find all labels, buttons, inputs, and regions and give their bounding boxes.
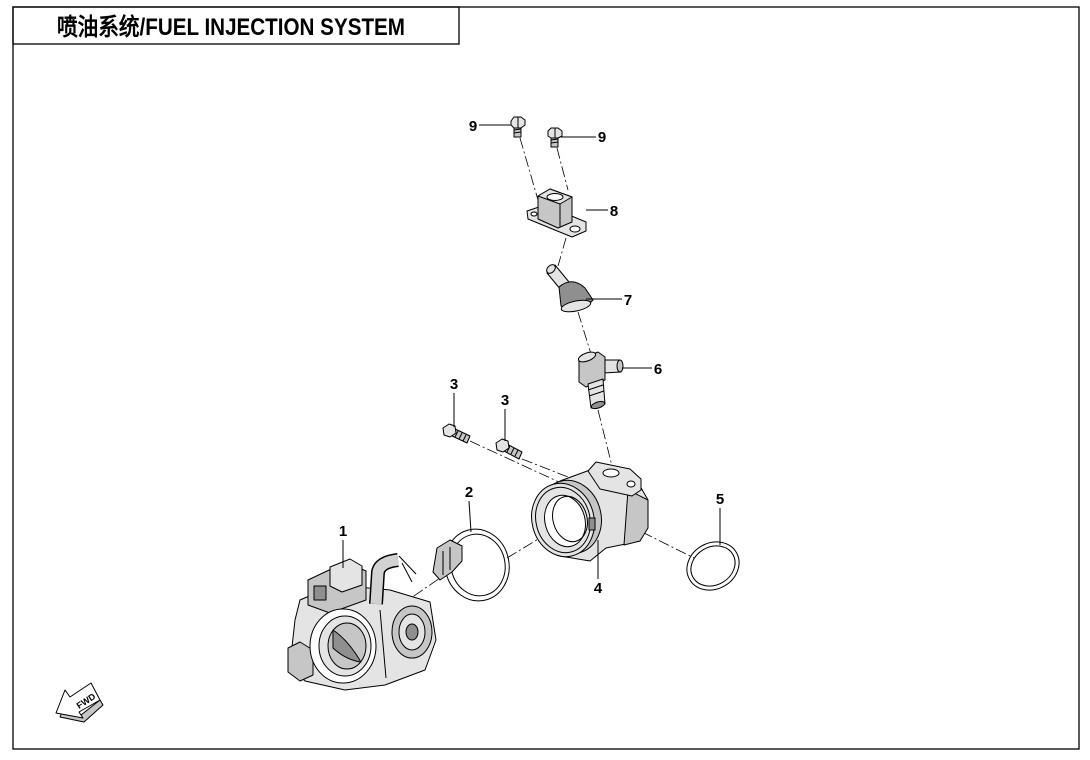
throttle-wire: [401, 562, 413, 583]
manifold-clip: [588, 517, 596, 531]
bracket-mount-hole: [530, 211, 538, 217]
cap-nozzle-end: [546, 264, 556, 274]
bolt-thread: [550, 141, 559, 144]
cap-base-ring: [560, 299, 592, 313]
bolt-thread: [458, 432, 463, 440]
part-7-injector-cap: [546, 264, 594, 313]
manifold-bore: [544, 494, 586, 548]
axis-bracket-cap: [557, 237, 567, 267]
callout-3-right: 3: [501, 392, 509, 409]
o-ring-outer: [686, 541, 740, 591]
callout-2: 2: [465, 484, 473, 501]
part-2-hose-clamp: [432, 528, 510, 602]
part-1-throttle-body: [287, 553, 437, 691]
outer-frame: [12, 6, 1080, 750]
bolt-thread: [550, 138, 559, 141]
bracket-opening: [546, 193, 564, 201]
callout-1: 1: [339, 523, 347, 540]
manifold-flange: [623, 489, 649, 546]
part-9-bolt-upper-left: [510, 116, 526, 138]
injector-ring: [588, 390, 605, 397]
throttle-hose: [370, 554, 399, 605]
callout-5: 5: [716, 491, 724, 508]
callout-7: 7: [624, 292, 632, 309]
callout-9-upper-right: 9: [598, 129, 606, 146]
injector-plug-end: [616, 359, 624, 373]
leader-2: [468, 500, 472, 533]
part-5-o-ring: [686, 541, 740, 591]
callouts: 9 9 8 7 6 3 3 2 4 5 1: [339, 118, 724, 597]
throttle-housing-edge: [379, 609, 387, 679]
bolt-thread: [506, 445, 511, 453]
fwd-arrow-face: [55, 682, 101, 719]
throttle-lower-connector: [287, 641, 314, 682]
manifold-bolt-hole: [626, 480, 636, 488]
axis-manifold-oring: [641, 531, 695, 559]
bolt-head: [442, 423, 457, 438]
bolt-thread: [513, 128, 522, 131]
part-3-bolt-right: [495, 438, 523, 460]
o-ring-inner: [690, 545, 736, 587]
throttle-sensor-connector: [329, 558, 363, 593]
axis-injector-manifold: [597, 409, 613, 467]
callout-4: 4: [594, 580, 603, 597]
callout-8: 8: [610, 203, 618, 220]
leader-lines: [342, 124, 721, 579]
injector-top: [577, 351, 597, 363]
part-4-intake-manifold: [531, 461, 649, 562]
callout-3-left: 3: [450, 376, 458, 393]
throttle-linkage-hub: [405, 623, 419, 641]
part-3-bolt-left: [442, 423, 471, 444]
injector-tip: [590, 400, 606, 410]
axis-cap-injector: [577, 311, 592, 355]
bolt-thread: [513, 131, 522, 134]
manifold-injector-boss: [587, 461, 642, 497]
callout-6: 6: [654, 361, 662, 378]
bolt-thread: [462, 434, 467, 442]
part-8-injector-bracket: [526, 188, 587, 238]
axis-bolt9b-bracket: [556, 147, 569, 191]
clamp-screw-housing: [432, 539, 463, 581]
fwd-arrow-icon: FWD: [55, 682, 104, 723]
axis-bolt9a-bracket: [519, 137, 539, 201]
title-box: [12, 6, 460, 45]
manifold-bore-inner: [552, 495, 588, 543]
bolt-thread: [514, 449, 519, 457]
throttle-sensor-plug: [313, 585, 327, 601]
throttle-wire: [398, 555, 417, 575]
manifold-ring-band: [535, 486, 591, 554]
diagram-title: 喷油系统/FUEL INJECTION SYSTEM: [57, 13, 405, 41]
manifold-injector-port: [602, 468, 620, 478]
bracket-mount-hole: [569, 225, 581, 233]
part-6-fuel-injector: [577, 351, 624, 410]
callout-9-upper-left: 9: [469, 118, 477, 135]
injector-ring: [587, 384, 604, 391]
bolt-thread: [510, 447, 515, 455]
axis-clamp-manifold: [506, 537, 541, 559]
throttle-plate: [332, 629, 362, 663]
bolt-head: [495, 438, 510, 453]
bolt-thread: [454, 430, 459, 438]
part-9-bolt-upper-right: [547, 127, 563, 148]
